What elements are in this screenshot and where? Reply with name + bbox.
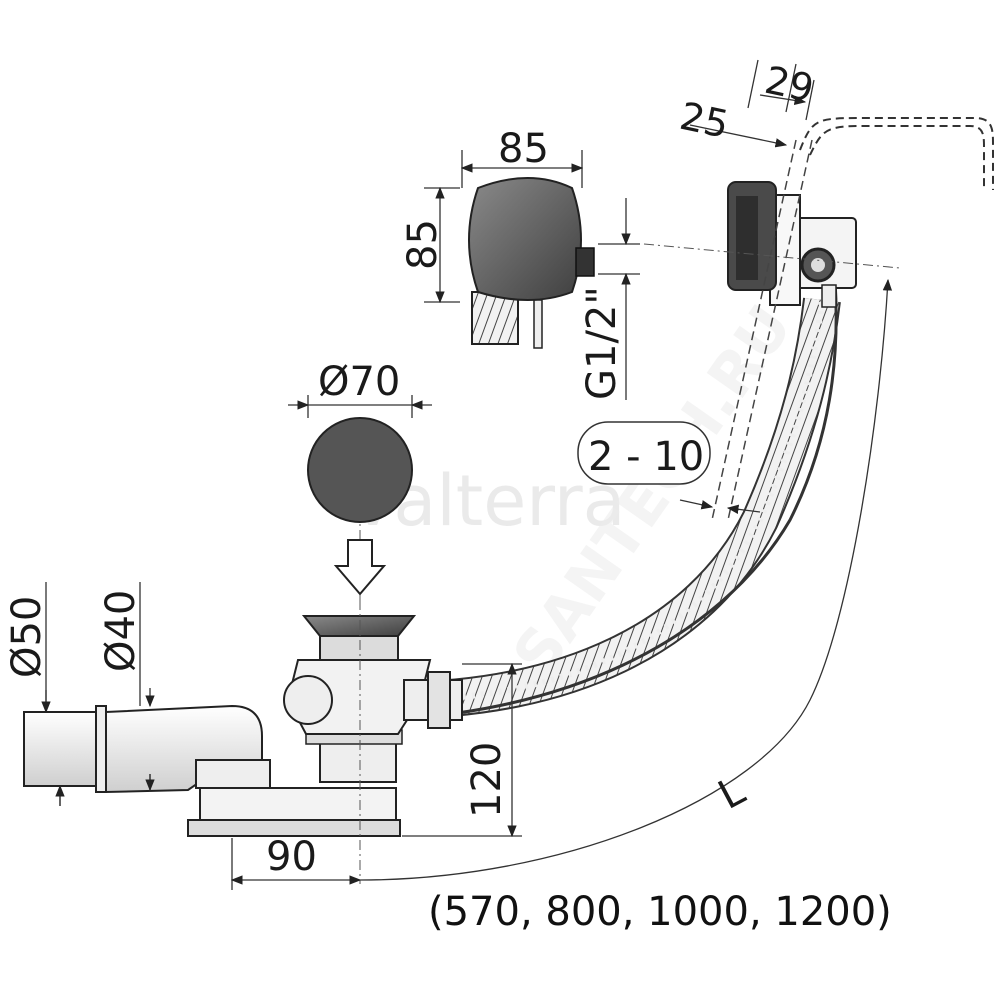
dim-outlet-40-label: Ø40: [98, 590, 144, 672]
dim-length-symbol: L: [711, 767, 753, 818]
dim-25-label: 25: [676, 94, 732, 147]
dim-thread-label: G1/2": [579, 286, 625, 400]
dim-offset: 90: [230, 834, 362, 890]
filler-body: [468, 177, 595, 349]
dim-29-label: 29: [761, 58, 817, 111]
dim-outlet: Ø50 Ø40: [4, 582, 155, 806]
wall-callout: 2 - 10: [577, 421, 761, 514]
tub-wall: [711, 139, 813, 521]
length-options: (570, 800, 1000, 1200): [428, 889, 892, 935]
center-line: [643, 243, 901, 269]
dim-offset-label: 90: [266, 834, 317, 880]
plug-disc: Ø70: [288, 359, 432, 600]
cable-dashed: [799, 117, 994, 190]
overflow-head: [727, 181, 857, 308]
dim-filler: 85 85 G1/2": [400, 126, 640, 400]
dim-outlet-50-label: Ø50: [4, 596, 50, 678]
down-arrow-icon: [333, 539, 387, 596]
dim-wall-label: 2 - 10: [588, 434, 704, 480]
dim-85-height-label: 85: [400, 219, 446, 270]
dim-flange: 25 29: [676, 58, 818, 148]
dim-height-label: 120: [464, 742, 510, 818]
drain-assembly: [23, 615, 463, 837]
dim-85-width-label: 85: [498, 126, 549, 172]
dim-plug-label: Ø70: [318, 359, 400, 405]
dim-height: 120: [402, 662, 522, 838]
corrugated-hose: [399, 297, 841, 719]
